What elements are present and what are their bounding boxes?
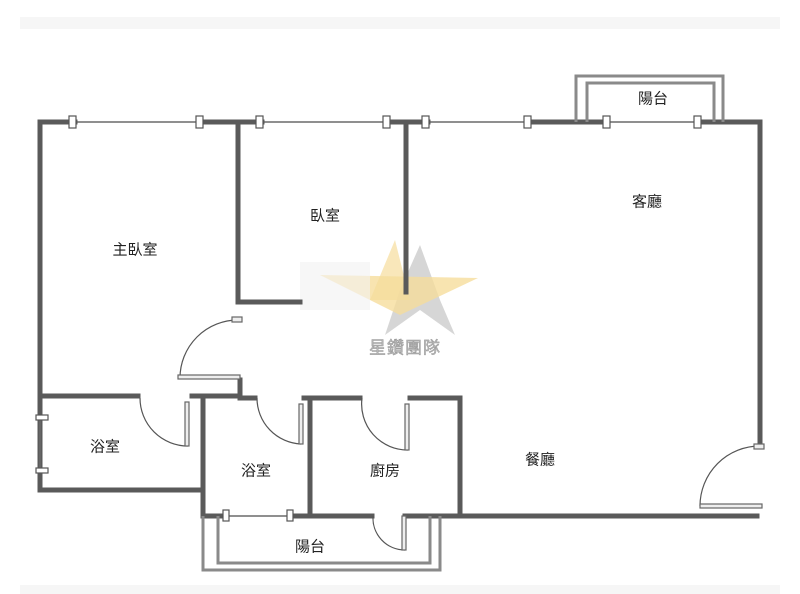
room-label-kitchen: 廚房 bbox=[369, 461, 401, 480]
doors bbox=[139, 316, 765, 551]
room-label-bathroom-1: 浴室 bbox=[89, 437, 121, 456]
windows bbox=[35, 115, 702, 522]
balcony-top-rail bbox=[574, 74, 725, 122]
room-label-dining-room: 餐廳 bbox=[524, 450, 556, 469]
balcony-bottom-rail bbox=[201, 516, 442, 572]
walls bbox=[37, 119, 763, 519]
bottom-band bbox=[20, 585, 780, 594]
room-label-balcony-bottom: 陽台 bbox=[294, 537, 326, 556]
top-band bbox=[20, 17, 780, 29]
room-label-master-bedroom: 主臥室 bbox=[112, 240, 158, 259]
watermark-text: 星鑽團隊 bbox=[369, 338, 441, 359]
room-label-living-room: 客廳 bbox=[631, 192, 663, 211]
room-label-balcony-top: 陽台 bbox=[637, 89, 669, 108]
room-label-bathroom-2: 浴室 bbox=[240, 461, 272, 480]
watermark-logo-icon bbox=[300, 240, 478, 335]
room-label-bedroom: 臥室 bbox=[309, 206, 341, 225]
